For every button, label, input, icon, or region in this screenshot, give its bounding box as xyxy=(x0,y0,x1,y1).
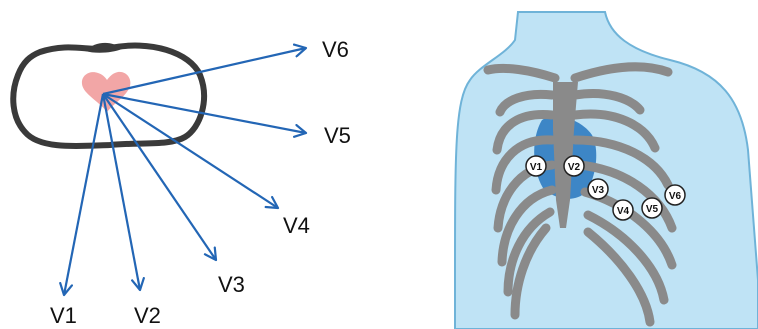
lead-label-v3: V3 xyxy=(218,272,245,297)
lead-label-v6: V6 xyxy=(322,37,349,62)
electrode-label-v6: V6 xyxy=(669,191,682,202)
lead-label-v5: V5 xyxy=(324,123,351,148)
electrode-label-v5: V5 xyxy=(646,204,659,215)
chest-placement-diagram: V1 V2 V3 V4 V5 V6 xyxy=(455,12,758,329)
electrode-v2: V2 xyxy=(564,156,584,176)
lead-label-v4: V4 xyxy=(283,213,310,238)
electrode-v5: V5 xyxy=(642,198,662,218)
electrode-label-v3: V3 xyxy=(592,185,605,196)
electrode-label-v1: V1 xyxy=(530,162,543,173)
electrode-v6: V6 xyxy=(665,185,685,205)
lead-vector-v1 xyxy=(64,94,103,295)
lead-label-v1: V1 xyxy=(50,303,77,328)
electrode-v4: V4 xyxy=(613,200,633,220)
lead-label-v2: V2 xyxy=(134,303,161,328)
lead-vector-v2 xyxy=(103,94,140,290)
electrode-label-v4: V4 xyxy=(617,206,630,217)
electrode-label-v2: V2 xyxy=(568,162,581,173)
electrode-v3: V3 xyxy=(588,179,608,199)
cross-section-diagram: V1 V2 V3 V4 V5 V6 xyxy=(13,37,351,328)
electrode-v1: V1 xyxy=(526,156,546,176)
